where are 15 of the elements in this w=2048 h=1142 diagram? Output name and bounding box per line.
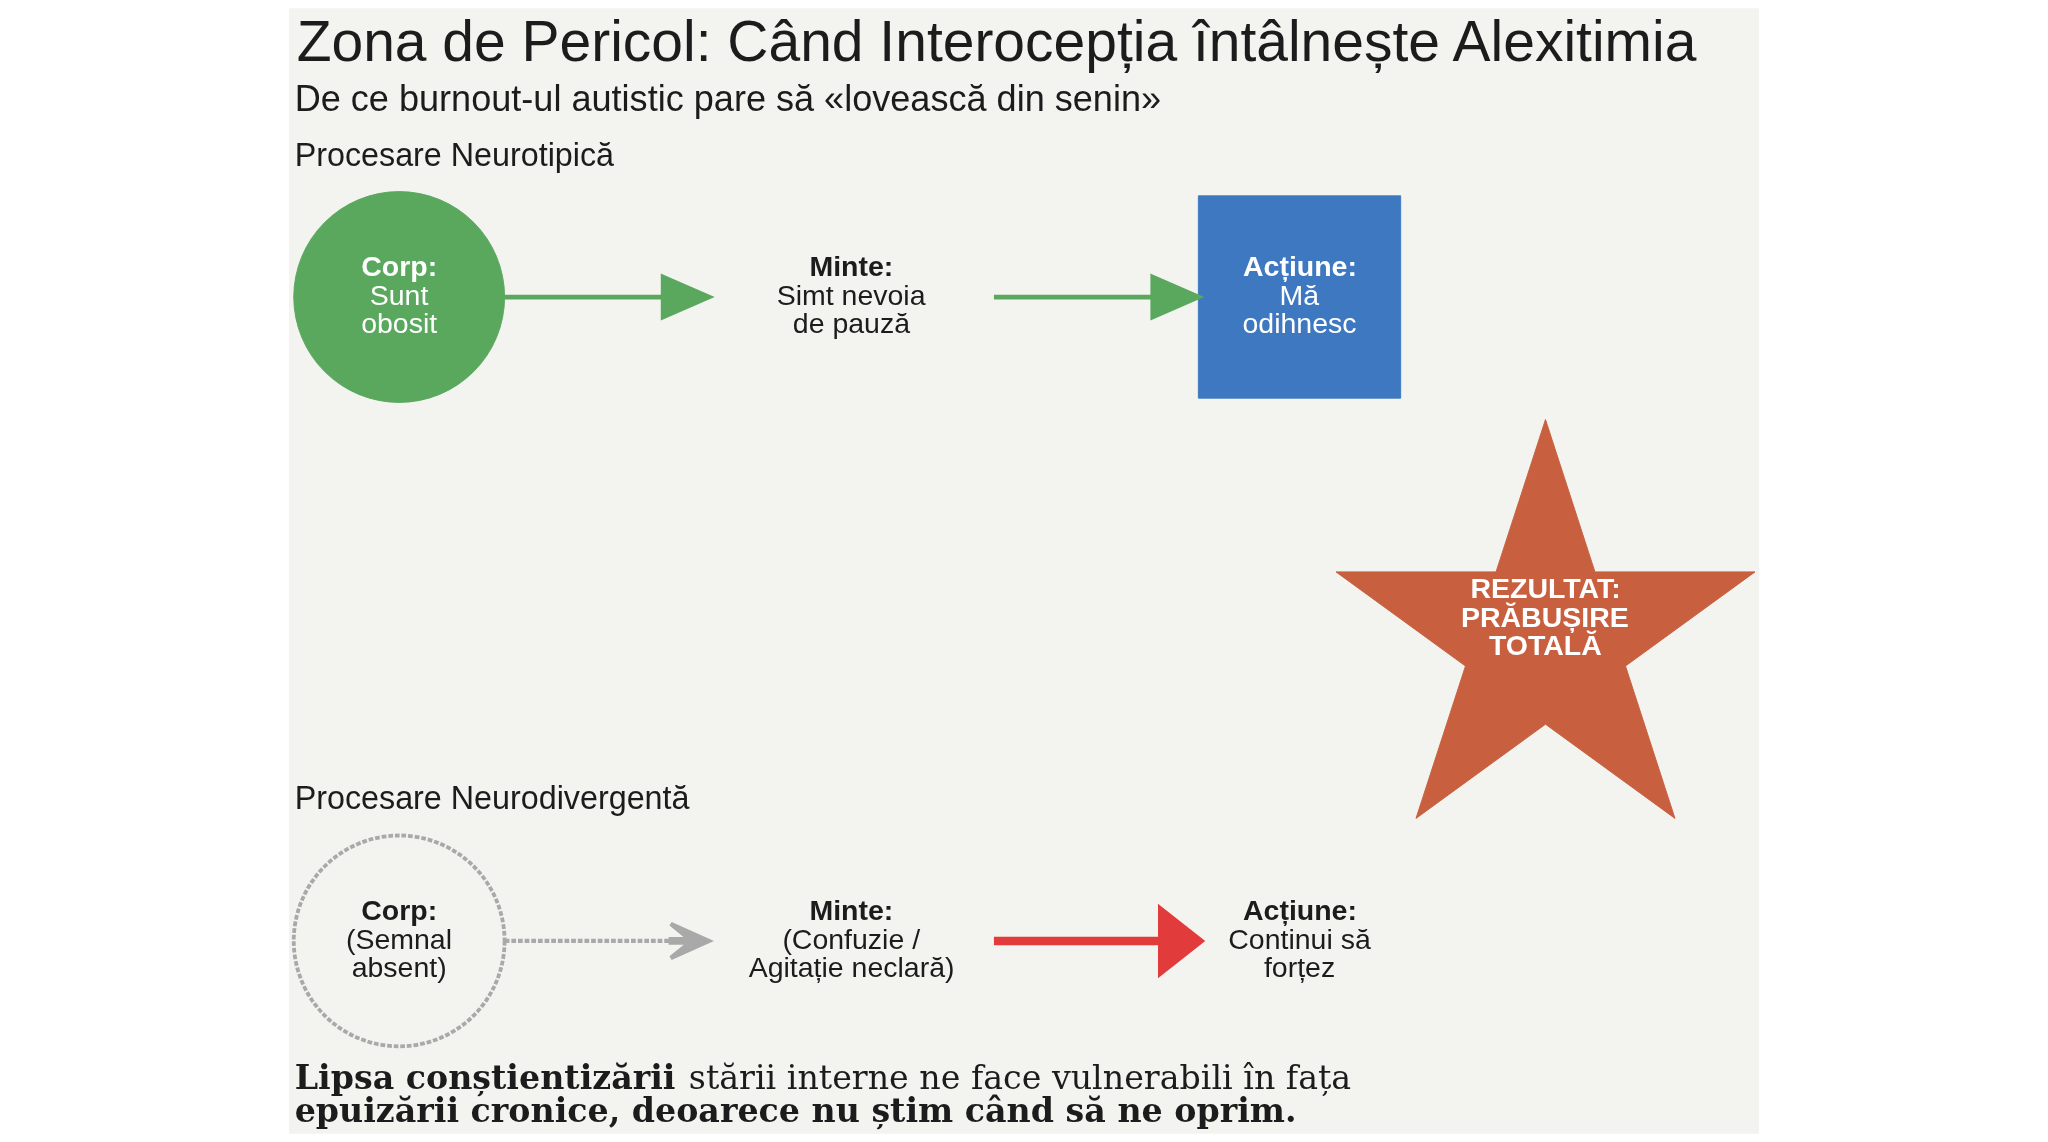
node-text: Minte: Simt nevoia de pauză bbox=[776, 250, 926, 340]
node-box: Acțiune: Mă odihnesc bbox=[1197, 195, 1402, 399]
label: Lipsa conștientizării stării interne ne face vulnerabili în fața epuizării cronice, deoarece nu știm când să ne oprim. bbox=[294, 1058, 1352, 1131]
node-text: Acțiune: Continui să forțez bbox=[1228, 894, 1371, 984]
arrow bbox=[993, 903, 1206, 979]
arrow bbox=[504, 273, 715, 321]
label: Procesare Neurotipică bbox=[294, 136, 615, 173]
node-circle: Corp: (Semnal absent) bbox=[291, 833, 507, 1049]
node-circle: Corp: Sunt obosit bbox=[293, 191, 506, 403]
label: De ce burnout-ul autistic pare să «lovească din senin» bbox=[294, 78, 1162, 120]
diagram-title: Zona de Pericol: Când Interocepția întâlnește Alexitimia bbox=[296, 9, 1697, 74]
arrow bbox=[993, 273, 1205, 321]
arrow bbox=[504, 921, 711, 961]
label: Procesare Neurodivergentă bbox=[294, 780, 690, 817]
node-text: Minte: (Confuzie / Agitație neclară) bbox=[748, 894, 955, 984]
